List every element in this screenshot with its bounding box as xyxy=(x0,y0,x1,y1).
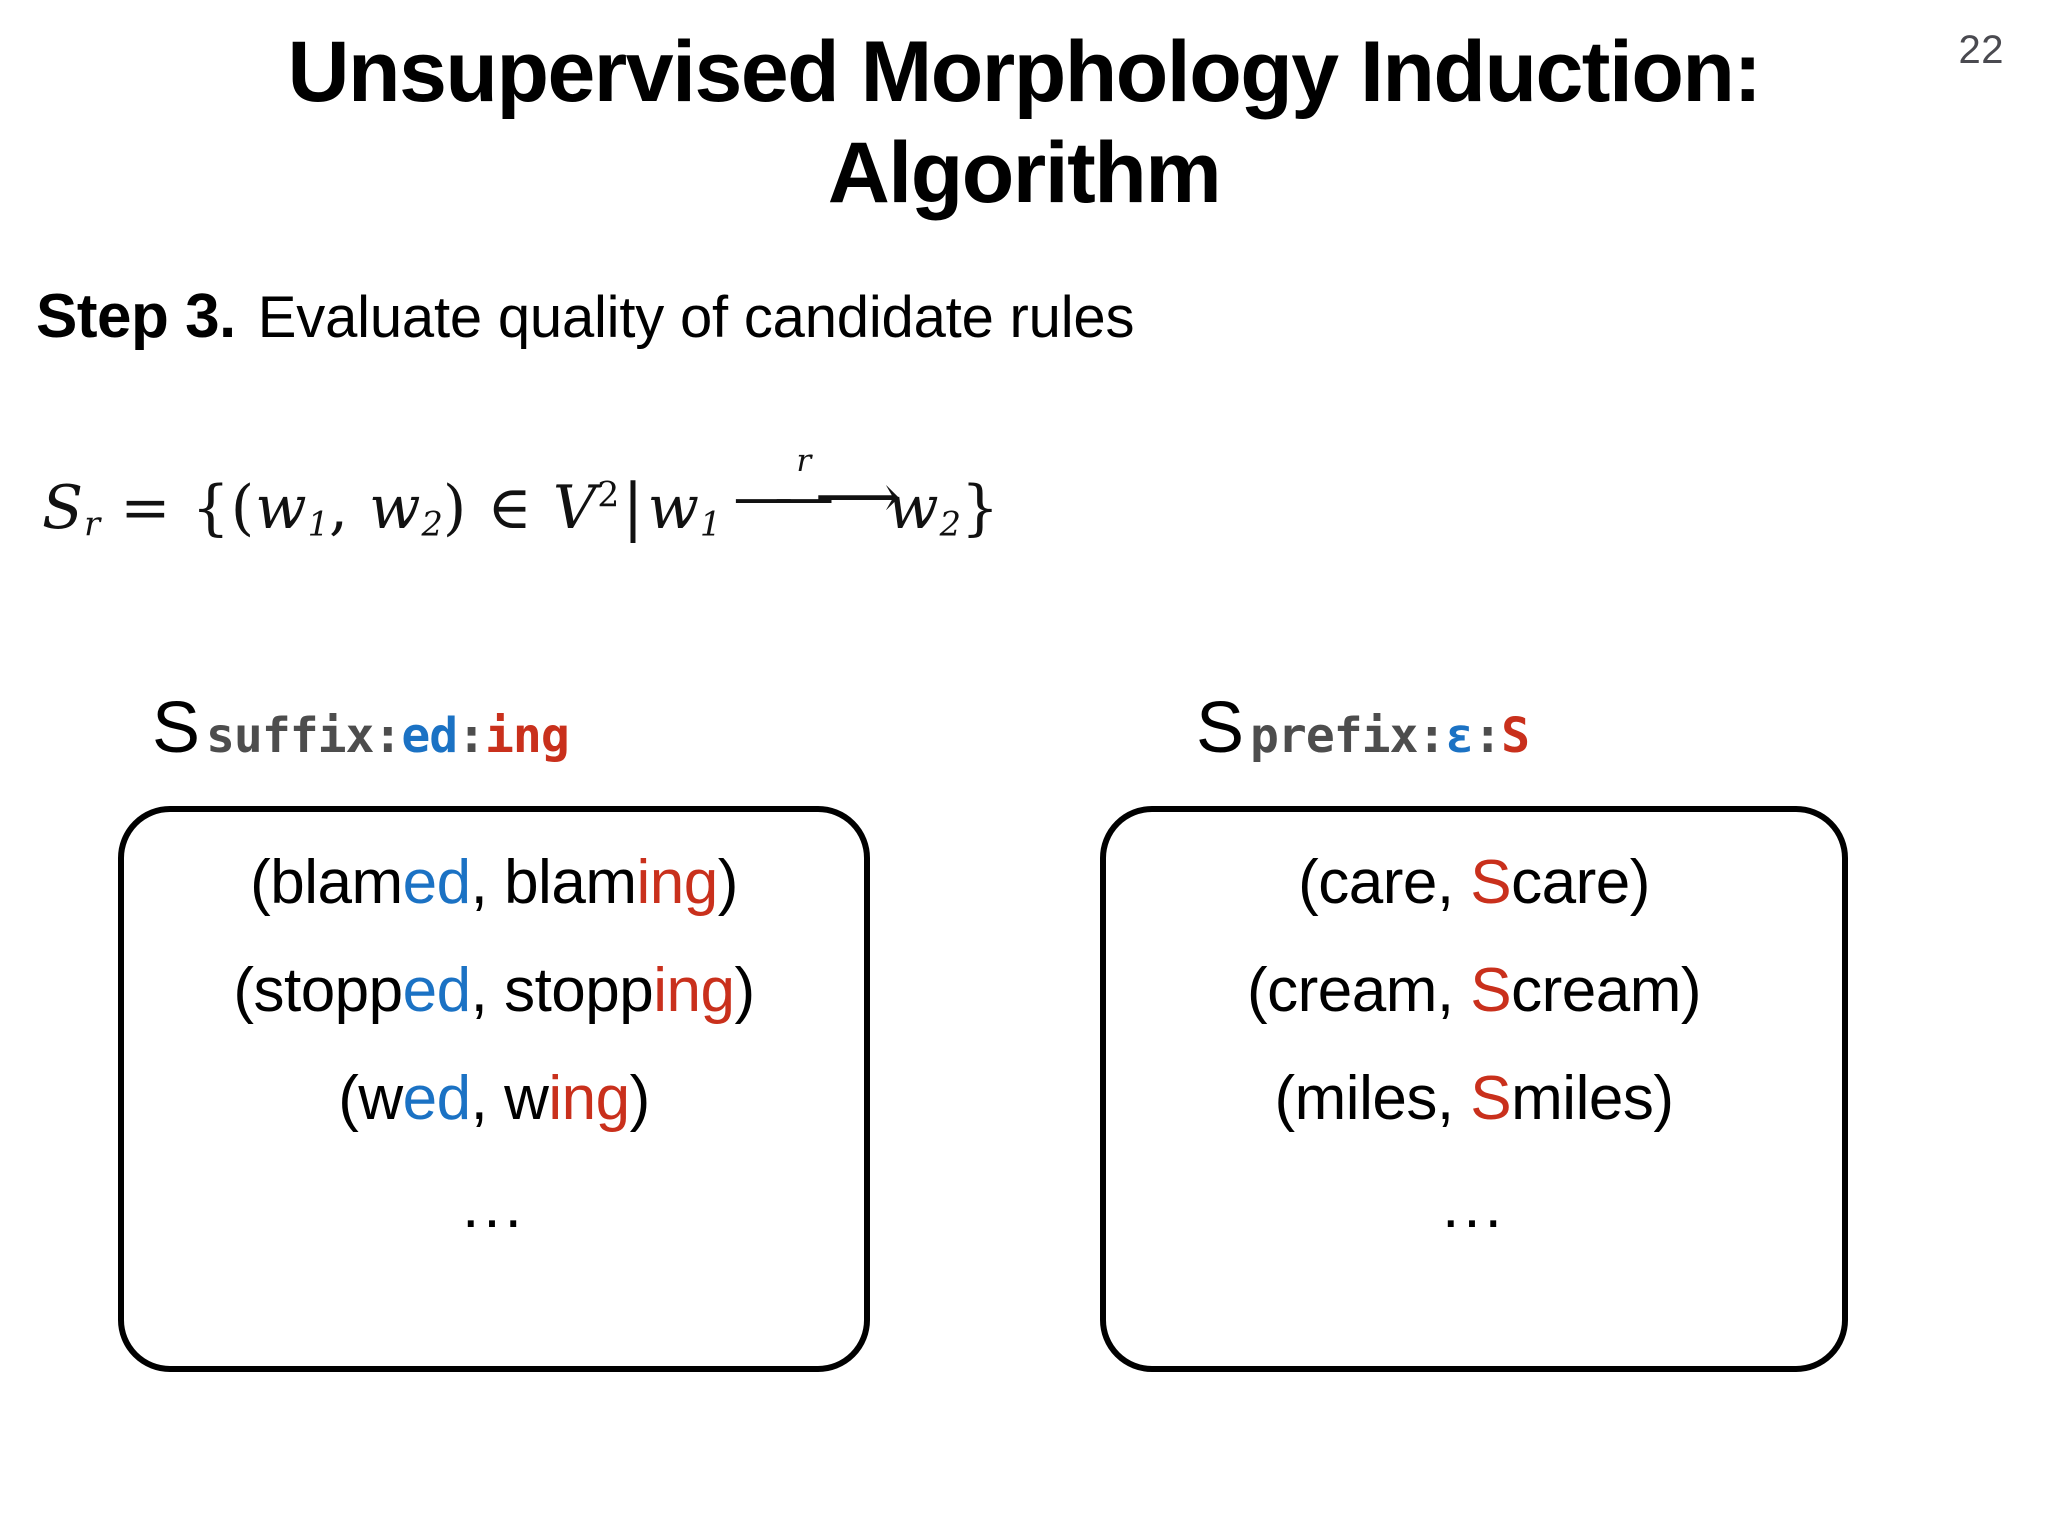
pair-highlight-red: S xyxy=(1470,1064,1512,1133)
suffix-subscript-part-3: : xyxy=(457,708,486,764)
formula-open-paren: ( xyxy=(230,473,256,543)
suffix-subscript-part-1: suffix: xyxy=(206,708,402,764)
pair-highlight-red: ing xyxy=(653,956,735,1025)
formula-var-w2: w xyxy=(369,473,422,543)
formula-lhs: Sr xyxy=(42,473,101,544)
list-item: (miles, Smiles) xyxy=(1275,1068,1674,1130)
list-item: (wed, wing) xyxy=(338,1068,650,1130)
formula-rule-arrow: r——⟶ xyxy=(733,445,901,528)
pair-text: (miles, xyxy=(1274,1064,1471,1133)
prefix-set-subscript: prefix:ε:S xyxy=(1250,708,1530,764)
formula-universe-exponent: 2 xyxy=(597,475,620,516)
pair-text: miles) xyxy=(1511,1064,1674,1133)
pair-text: cream) xyxy=(1511,956,1702,1025)
prefix-set-symbol: S xyxy=(1196,688,1245,768)
prefix-list-ellipsis: ... xyxy=(1442,1172,1506,1241)
pair-text: ) xyxy=(629,1064,651,1133)
formula-open-brace: { xyxy=(191,473,231,543)
title-line-2: Algorithm xyxy=(827,125,1222,222)
list-item: (blamed, blaming) xyxy=(250,852,738,914)
suffix-list-ellipsis: ... xyxy=(462,1172,526,1241)
formula-var-w1b-sub: 1 xyxy=(699,504,722,544)
suffix-set-symbol: S xyxy=(152,688,201,768)
prefix-pairs-box: (care, Scare) (cream, Scream) (miles, Sm… xyxy=(1100,806,1848,1372)
list-item: (stopped, stopping) xyxy=(233,960,755,1022)
formula-equals: = xyxy=(120,473,172,543)
pair-highlight-blue: ed xyxy=(402,956,471,1025)
pair-text: (cream, xyxy=(1246,956,1471,1025)
formula-var-w2b-sub: 2 xyxy=(939,504,962,544)
pair-highlight-red: S xyxy=(1470,956,1512,1025)
pair-text: , blam xyxy=(470,848,637,917)
pair-text: (blam xyxy=(250,848,403,917)
suffix-subscript-part-2: ed xyxy=(401,708,458,764)
formula-var-w1: w xyxy=(255,473,308,543)
title-line-1: Unsupervised Morphology Induction: xyxy=(287,24,1762,120)
formula-var-w1-sub: 1 xyxy=(307,504,329,544)
step-heading: Step 3.Evaluate quality of candidate rul… xyxy=(36,286,1134,348)
page-title: Unsupervised Morphology Induction: Algor… xyxy=(0,22,2048,225)
arrow-right-icon: ——⟶ xyxy=(733,461,901,532)
step-description: Evaluate quality of candidate rules xyxy=(257,285,1135,350)
formula-var-w2b: w xyxy=(887,473,940,543)
pair-highlight-red: ing xyxy=(548,1064,630,1133)
suffix-set-subscript: suffix:ed:ing xyxy=(206,708,570,764)
suffix-pairs-box: (blamed, blaming) (stopped, stopping) (w… xyxy=(118,806,870,1372)
pair-text: ) xyxy=(717,848,739,917)
formula-var-w2-sub: 2 xyxy=(421,504,443,544)
formula-such-that-bar: | xyxy=(622,470,645,543)
formula-comma: , xyxy=(328,473,350,543)
formula-universe: V xyxy=(552,473,598,543)
prefix-subscript-part-2: ε xyxy=(1445,708,1474,764)
formula-element-of-symbol: ∈ xyxy=(487,473,533,543)
pair-highlight-blue: ed xyxy=(402,1064,471,1133)
formula-arrow-label: r xyxy=(796,442,813,479)
step-label: Step 3. xyxy=(36,282,236,351)
pair-text: ) xyxy=(734,956,756,1025)
formula-var-w1b: w xyxy=(647,473,700,543)
prefix-subscript-part-1: prefix: xyxy=(1250,708,1446,764)
pair-text: (stopp xyxy=(233,956,403,1025)
prefix-subscript-part-3: : xyxy=(1473,708,1502,764)
pair-highlight-red: S xyxy=(1470,848,1512,917)
pair-highlight-blue: ed xyxy=(402,848,471,917)
formula-close-brace: } xyxy=(961,473,1001,543)
pair-text: , w xyxy=(470,1064,549,1133)
pair-text: (care, xyxy=(1298,848,1471,917)
page-number: 22 xyxy=(1958,28,2004,72)
prefix-subscript-part-4: S xyxy=(1501,708,1530,764)
list-item: (cream, Scream) xyxy=(1247,960,1702,1022)
suffix-subscript-part-4: ing xyxy=(485,708,570,764)
list-item: (care, Scare) xyxy=(1298,852,1650,914)
pair-text: (w xyxy=(338,1064,403,1133)
pair-text: , stopp xyxy=(470,956,654,1025)
pair-text: care) xyxy=(1511,848,1650,917)
formula-close-paren: ) xyxy=(442,473,468,543)
pair-highlight-red: ing xyxy=(636,848,718,917)
